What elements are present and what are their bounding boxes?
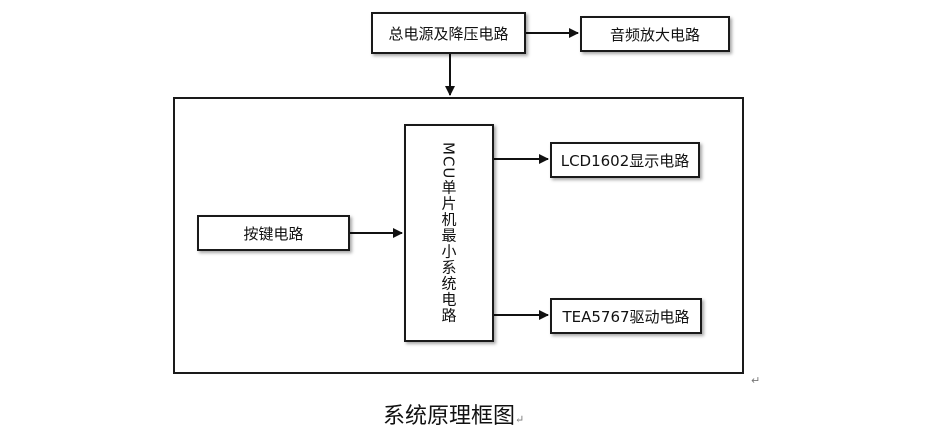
power-supply-block: 总电源及降压电路 — [371, 12, 526, 54]
system-frame — [173, 97, 744, 374]
audio-amp-block: 音频放大电路 — [580, 16, 730, 52]
mcu-label: MCU单片机最小系统电路 — [439, 142, 458, 324]
lcd-display-block: LCD1602显示电路 — [550, 142, 700, 178]
mcu-block: MCU单片机最小系统电路 — [404, 124, 494, 342]
paragraph-mark: ↵ — [751, 374, 761, 387]
caption-text: 系统原理框图 — [383, 404, 516, 429]
keypad-block: 按键电路 — [197, 215, 350, 251]
caption-paragraph-mark: ↵ — [515, 413, 525, 426]
diagram-caption: 系统原理框图↵ — [383, 398, 524, 430]
tea5767-driver-block: TEA5767驱动电路 — [550, 298, 702, 334]
